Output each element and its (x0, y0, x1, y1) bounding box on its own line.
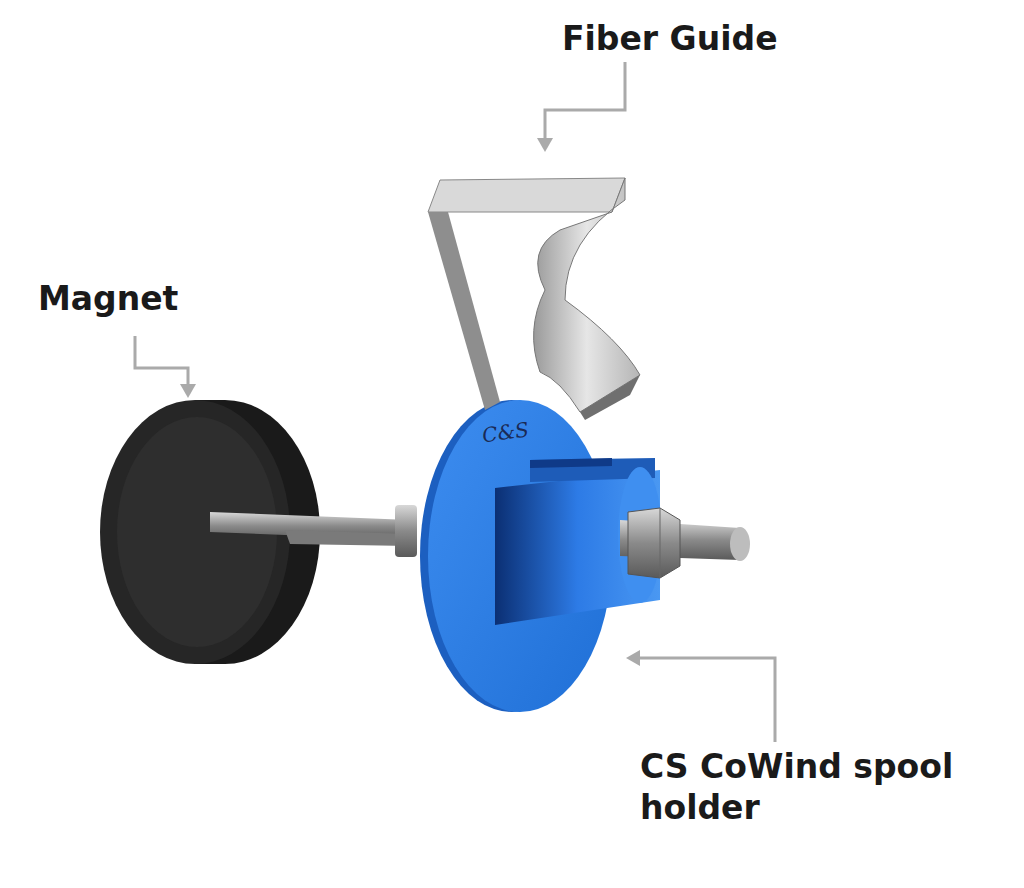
shaft-drawing (210, 505, 417, 557)
leader-line (135, 62, 775, 742)
part-label: Magnet (38, 278, 298, 319)
part-label: Fiber Guide (562, 18, 882, 59)
bolt-drawing (620, 508, 750, 578)
fiber-guide-drawing (428, 178, 640, 420)
leader-arrowhead (180, 138, 640, 666)
part-label: CS CoWind spool holder (640, 746, 1020, 829)
